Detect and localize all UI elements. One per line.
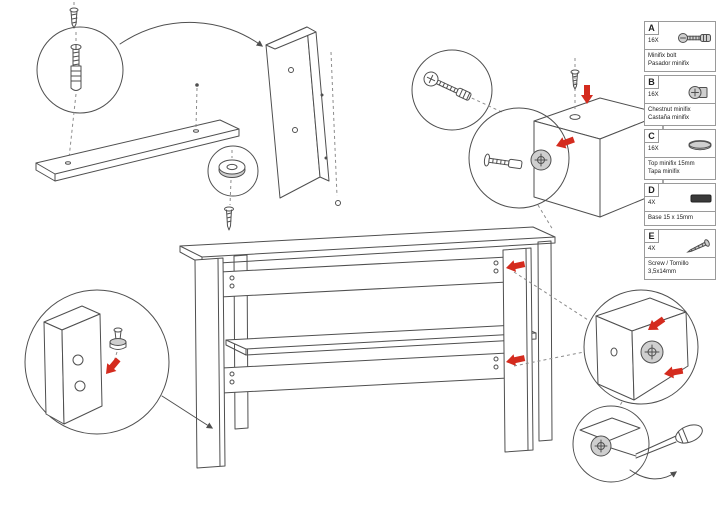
leg-flow-arrow [161,395,214,429]
legend-item-b: B 16X Chestnut minifix Castaña minifix [644,75,716,126]
side-panel [265,26,341,206]
part-name-en: Top minifix 15mm [648,161,695,167]
cam-joint-magnifier-bottom-right [583,289,699,405]
part-name-en: Screw / Tornillo [648,261,689,267]
cam-bolt-magnifier-top-right [468,107,576,209]
minifix-cap-icon [687,139,713,151]
cam-lock-front [530,149,552,171]
cam-lock-icon [687,85,713,100]
part-count: 16X [648,38,659,44]
part-count: 16X [648,92,659,98]
part-count: 4X [648,246,656,252]
leader-line-upper [513,271,589,321]
magnifier-circle [36,26,124,114]
minifix-bolt-detail [68,32,82,159]
minifix-bolt-icon [677,31,713,45]
washer-bolt-fitting [109,327,127,369]
part-name-es: Tapa minifix [648,169,680,175]
legend-item-d: D 4X Base 15 x 15mm [644,183,716,226]
front-left-leg [194,257,226,469]
cam-tighten-magnifier [572,405,650,483]
base-pad-icon [689,193,713,204]
part-name-en: Base 15 x 15mm [648,215,694,221]
part-count: 4X [648,200,656,206]
parts-legend: A 16X Minifix bolt Pasador minifix [644,21,716,280]
part-letter: E [645,230,659,243]
part-letter: C [645,130,659,143]
bolt-hole [610,347,618,357]
middle-shelf [225,324,537,356]
upper-rail [219,256,509,298]
part-letter: A [645,22,659,35]
part-letter: D [645,184,659,197]
front-right-leg [502,247,534,453]
screw-top-icon [69,7,79,29]
rotation-arrow [629,469,678,480]
screwdriver [629,424,703,480]
legend-item-c: C 16X Top minifix 15mm Tapa minifix [644,129,716,180]
part-letter: B [645,76,659,89]
back-right-leg [537,240,553,442]
screw-icon [679,239,713,255]
part-name-en: Chestnut minifix [648,107,691,113]
part-name-en: Minifix bolt [648,53,677,59]
bolt-into-cam [483,153,523,170]
bolt-magnifier-top-right [411,49,502,131]
cam-lock-installed [640,340,664,364]
dowel-dot [195,83,199,87]
shelf-assembly-top-left [35,2,264,182]
leg-detail-magnifier-bottom-left [24,289,170,435]
fitting-dot [335,200,341,206]
cap-detail-magnifier [207,145,259,231]
screw-into-top [570,69,580,90]
shelf-board [35,119,240,182]
legend-item-a: A 16X Minifix bolt Pasador minifix [644,21,716,72]
part-name-es: 3,5x14mm [648,269,677,275]
leader-line-small [615,401,623,413]
screw-detail [224,206,234,231]
lower-rail [221,352,509,394]
part-name-es: Pasador minifix [648,61,690,67]
magnifier-circle [468,107,570,209]
legend-item-e: E 4X Screw / Tornillo 3,5x14mm [644,229,716,280]
assembly-flow-arrow [119,21,264,47]
minifix-bolt-angled [423,71,502,113]
part-count: 16X [648,146,659,152]
part-name-es: Castaña minifix [648,115,690,121]
console-table [179,226,556,469]
